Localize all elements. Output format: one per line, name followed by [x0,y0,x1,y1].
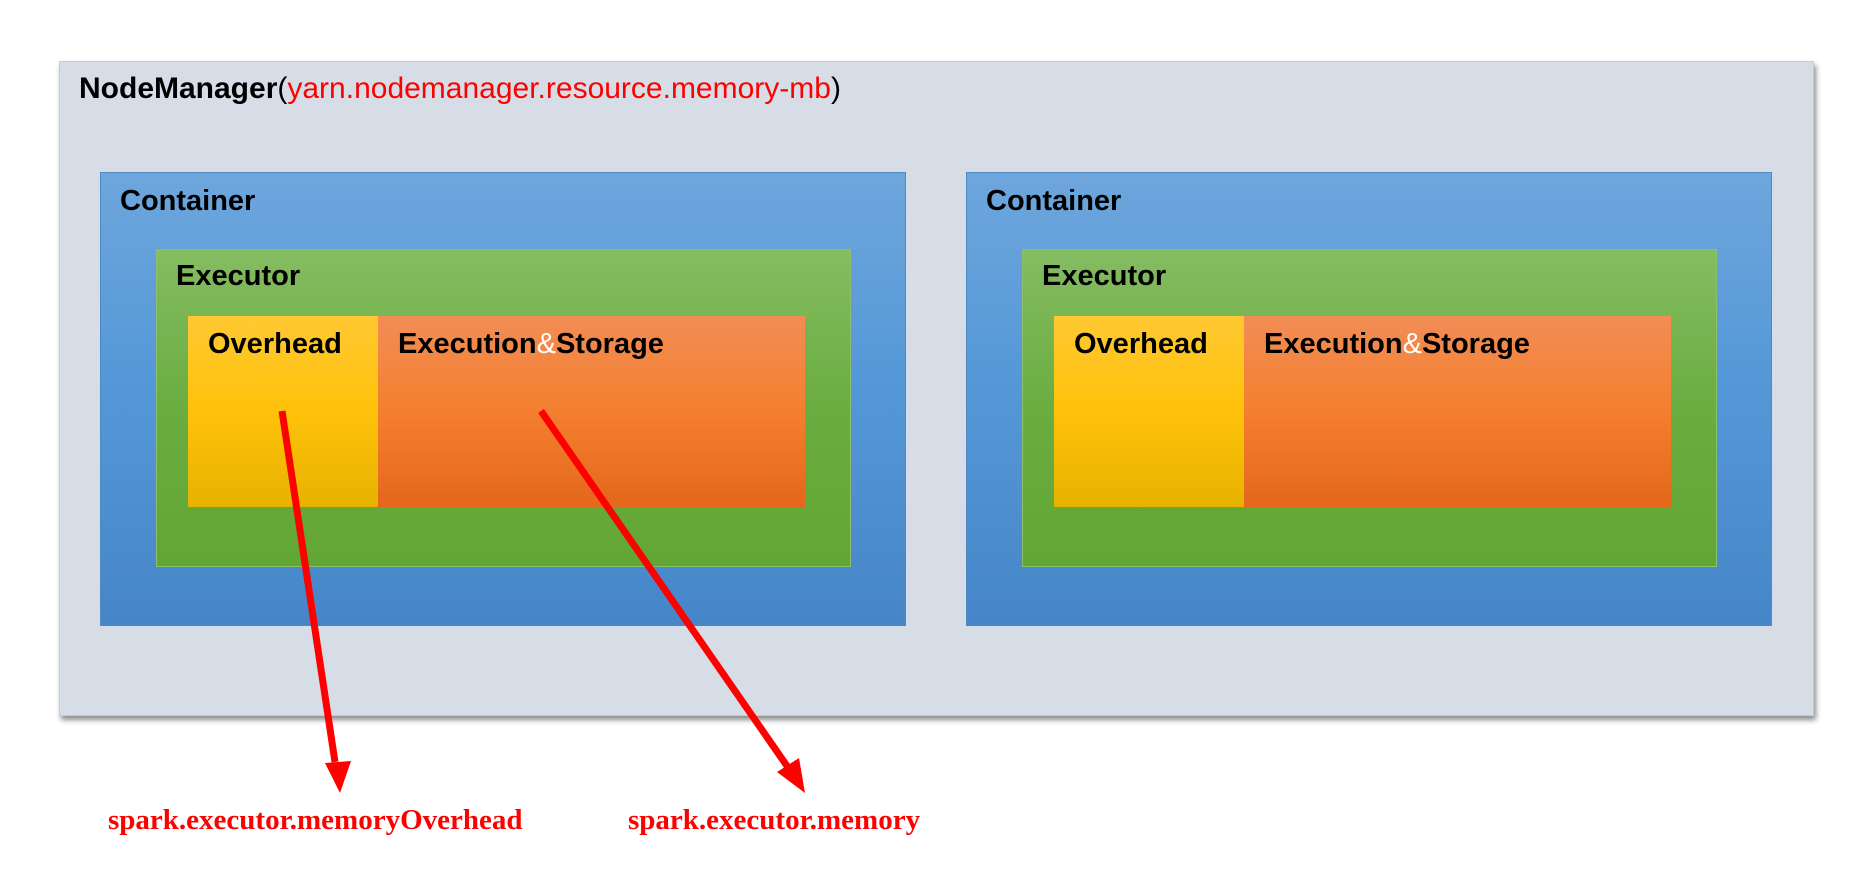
overhead-box-1: Overhead [188,316,378,507]
ampersand-label: & [536,328,556,360]
overhead-param-label: spark.executor.memoryOverhead [108,804,523,836]
ampersand-label: & [1402,328,1422,360]
container-title: Container [986,185,1122,217]
overhead-title: Overhead [208,328,342,360]
execution-storage-box-1: Execution&Storage [378,316,805,507]
nodemanager-param: yarn.nodemanager.resource.memory-mb [287,72,831,105]
executor-title: Executor [1042,260,1167,292]
execution-storage-title: Execution&Storage [398,328,664,361]
storage-label: Storage [1421,328,1530,360]
memory-param-label: spark.executor.memory [628,804,921,836]
execution-label: Execution [398,328,537,360]
executor-box-1: Executor Overhead Execution&Storage [156,249,851,567]
execution-label: Execution [1264,328,1403,360]
overhead-title: Overhead [1074,328,1208,360]
execution-storage-title: Execution&Storage [1264,328,1530,361]
nodemanager-close-paren: ) [830,72,841,105]
executor-box-2: Executor Overhead Execution&Storage [1022,249,1717,567]
container-title: Container [120,185,256,217]
overhead-box-2: Overhead [1054,316,1244,507]
storage-label: Storage [555,328,664,360]
nodemanager-name: NodeManager [79,72,278,105]
container-box-2: Container Executor Overhead Execution&St… [966,172,1772,626]
container-box-1: Container Executor Overhead Execution&St… [100,172,906,626]
nodemanager-title: NodeManager(yarn.nodemanager.resource.me… [79,72,841,106]
executor-title: Executor [176,260,301,292]
nodemanager-open-paren: ( [277,72,288,105]
execution-storage-box-2: Execution&Storage [1244,316,1671,507]
